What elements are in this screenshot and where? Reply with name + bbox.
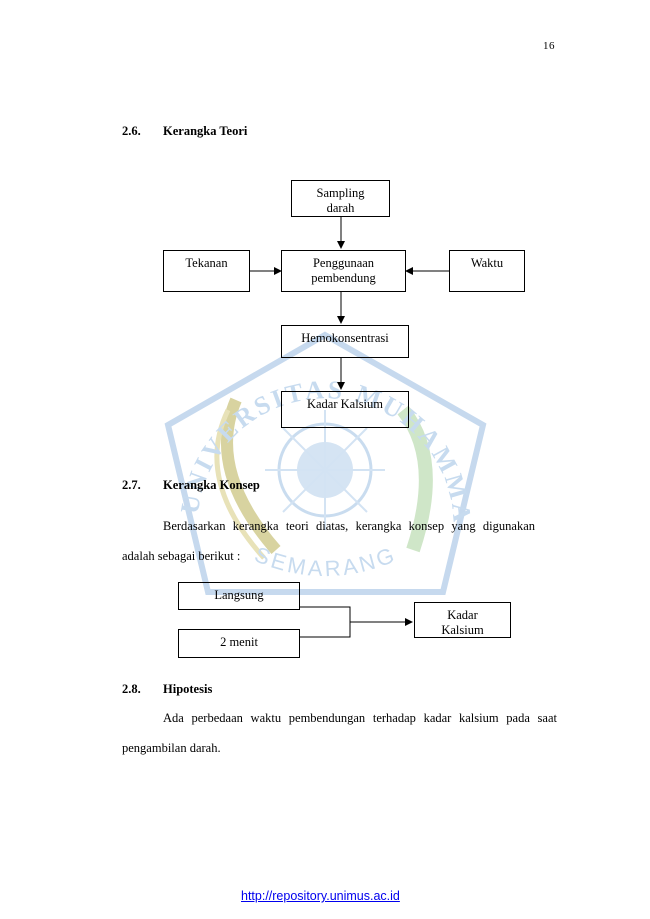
footer-repository-link[interactable]: http://repository.unimus.ac.id — [241, 889, 400, 903]
section-2-8-title: Hipotesis — [163, 682, 213, 696]
box-2-menit-label: 2 menit — [220, 635, 258, 649]
box-sampling-line1: Sampling — [316, 186, 365, 200]
box-langsung: Langsung — [178, 582, 300, 610]
box-hemokonsentrasi-label: Hemokonsentrasi — [301, 331, 389, 345]
svg-text:SEMARANG: SEMARANG — [251, 541, 400, 581]
section-2-8-paragraph-line1: Ada perbedaan waktu pembendungan terhada… — [163, 711, 557, 725]
section-2-7-paragraph-line2: adalah sebagai berikut : — [122, 549, 241, 563]
box-kadar-kalsium-teori-label: Kadar Kalsium — [306, 397, 384, 411]
section-2-7-number: 2.7. — [122, 478, 141, 492]
box-penggunaan-line1: Penggunaan — [312, 256, 375, 270]
section-2-7-paragraph-line1: Berdasarkan kerangka teori diatas, keran… — [163, 519, 535, 533]
box-waktu: Waktu — [449, 250, 525, 292]
box-kadar-kalsium-konsep: Kadar Kalsium — [414, 602, 511, 638]
box-kadar-kalsium-teori: Kadar Kalsium — [281, 391, 409, 428]
watermark-bottom-text: SEMARANG — [251, 541, 397, 581]
box-sampling-line2: darah — [326, 201, 355, 215]
box-penggunaan-pembendung: Penggunaan pembendung — [281, 250, 406, 292]
box-waktu-label: Waktu — [470, 256, 504, 270]
box-kadar-kalsium-konsep-line1: Kadar — [447, 608, 478, 622]
section-2-8-paragraph-line2: pengambilan darah. — [122, 741, 221, 755]
box-tekanan: Tekanan — [163, 250, 250, 292]
section-2-7-title: Kerangka Konsep — [163, 478, 260, 492]
section-2-6-title: Kerangka Teori — [163, 124, 248, 138]
section-2-8-number: 2.8. — [122, 682, 141, 696]
box-langsung-label: Langsung — [214, 588, 264, 602]
box-hemokonsentrasi: Hemokonsentrasi — [281, 325, 409, 358]
box-kadar-kalsium-konsep-line2: Kalsium — [441, 623, 484, 637]
box-2-menit: 2 menit — [178, 629, 300, 658]
section-2-6-number: 2.6. — [122, 124, 141, 138]
box-sampling-darah: Sampling darah — [291, 180, 390, 217]
page-number: 16 — [543, 40, 555, 52]
box-penggunaan-line2: pembendung — [311, 271, 376, 285]
box-tekanan-label: Tekanan — [185, 256, 228, 270]
